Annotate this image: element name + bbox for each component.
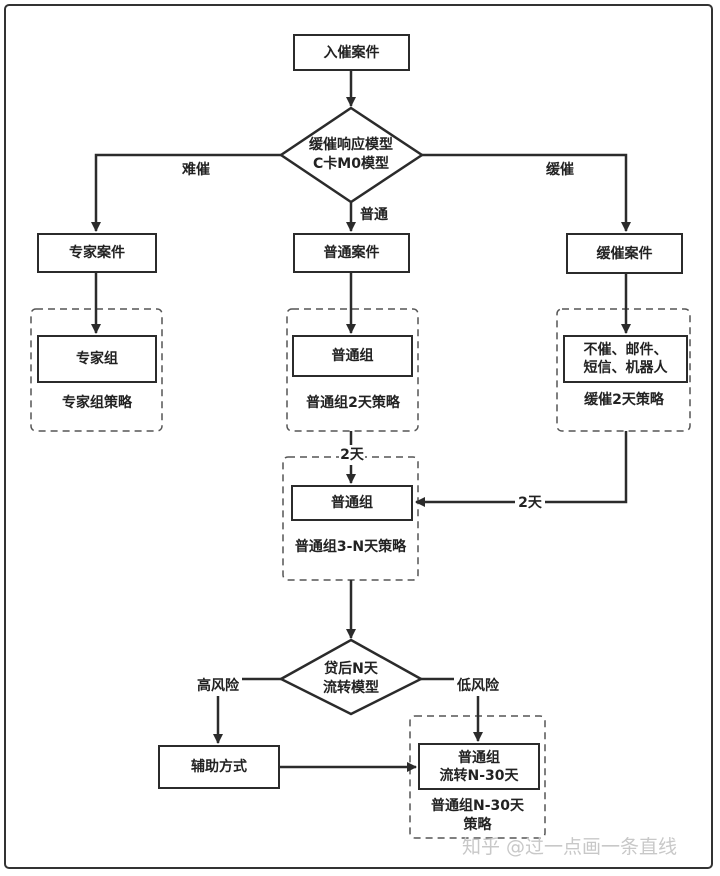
- normal-group-node: 普通组: [292, 335, 413, 377]
- normal-3n-strategy-label: 普通组3-N天策略: [294, 539, 407, 555]
- flow-group-node: 普通组 流转N-30天: [418, 743, 540, 790]
- edge-slow: [422, 153, 631, 232]
- start-node: 入催案件: [293, 34, 410, 71]
- flow-group-line2: 流转N-30天: [439, 767, 519, 784]
- edge-slow-2day: [415, 431, 628, 507]
- model2-diamond: [278, 638, 424, 716]
- normal-case-node: 普通案件: [293, 233, 410, 273]
- edge-label-low-risk: 低风险: [454, 676, 502, 696]
- outer-frame: [4, 4, 713, 869]
- slow-2day-strategy-label: 缓催2天策略: [584, 392, 664, 408]
- assist-node: 辅助方式: [158, 745, 280, 789]
- normal-n30-strategy-line2: 策略: [463, 817, 492, 833]
- model2-line1: 贷后N天: [324, 661, 378, 677]
- normal-n30-strategy-label: 普通组N-30天 策略: [412, 797, 543, 835]
- expert-strategy-label: 专家组策略: [62, 395, 132, 411]
- edge-label-hard: 难催: [182, 162, 210, 178]
- slow-actions-node: 不催、邮件、 短信、机器人: [563, 335, 688, 383]
- model1-line2: C卡M0模型: [313, 156, 389, 172]
- normal-2day-strategy-label: 普通组2天策略: [306, 395, 400, 411]
- model1-line1: 缓催响应模型: [309, 137, 393, 153]
- watermark: 知乎 @过一点画一条直线: [462, 836, 678, 858]
- flow-group-line1: 普通组: [458, 749, 500, 766]
- model2-line2: 流转模型: [323, 680, 379, 696]
- slow-2day-strategy-group: [556, 308, 691, 432]
- model2-label: 贷后N天 流转模型: [296, 660, 406, 698]
- expert-case-node: 专家案件: [37, 233, 157, 273]
- model1-label: 缓催响应模型 C卡M0模型: [286, 136, 416, 174]
- slow-actions-line2: 短信、机器人: [583, 360, 668, 376]
- edge-label-high-risk: 高风险: [194, 676, 242, 696]
- edge-label-normal: 普通: [360, 207, 388, 223]
- edge-hard: [91, 153, 281, 232]
- expert-group-node: 专家组: [37, 335, 157, 383]
- normal-group-node-2: 普通组: [291, 485, 413, 521]
- slow-case-node: 缓催案件: [566, 233, 683, 274]
- normal-n30-strategy-line1: 普通组N-30天: [430, 798, 524, 814]
- edge-label-2day-mid: 2天: [339, 445, 365, 465]
- slow-actions-line1: 不催、邮件、: [583, 342, 668, 358]
- edge-label-2day-right: 2天: [515, 493, 545, 513]
- edge-label-slow: 缓催: [546, 162, 574, 178]
- normal-2day-strategy-group: [286, 308, 419, 432]
